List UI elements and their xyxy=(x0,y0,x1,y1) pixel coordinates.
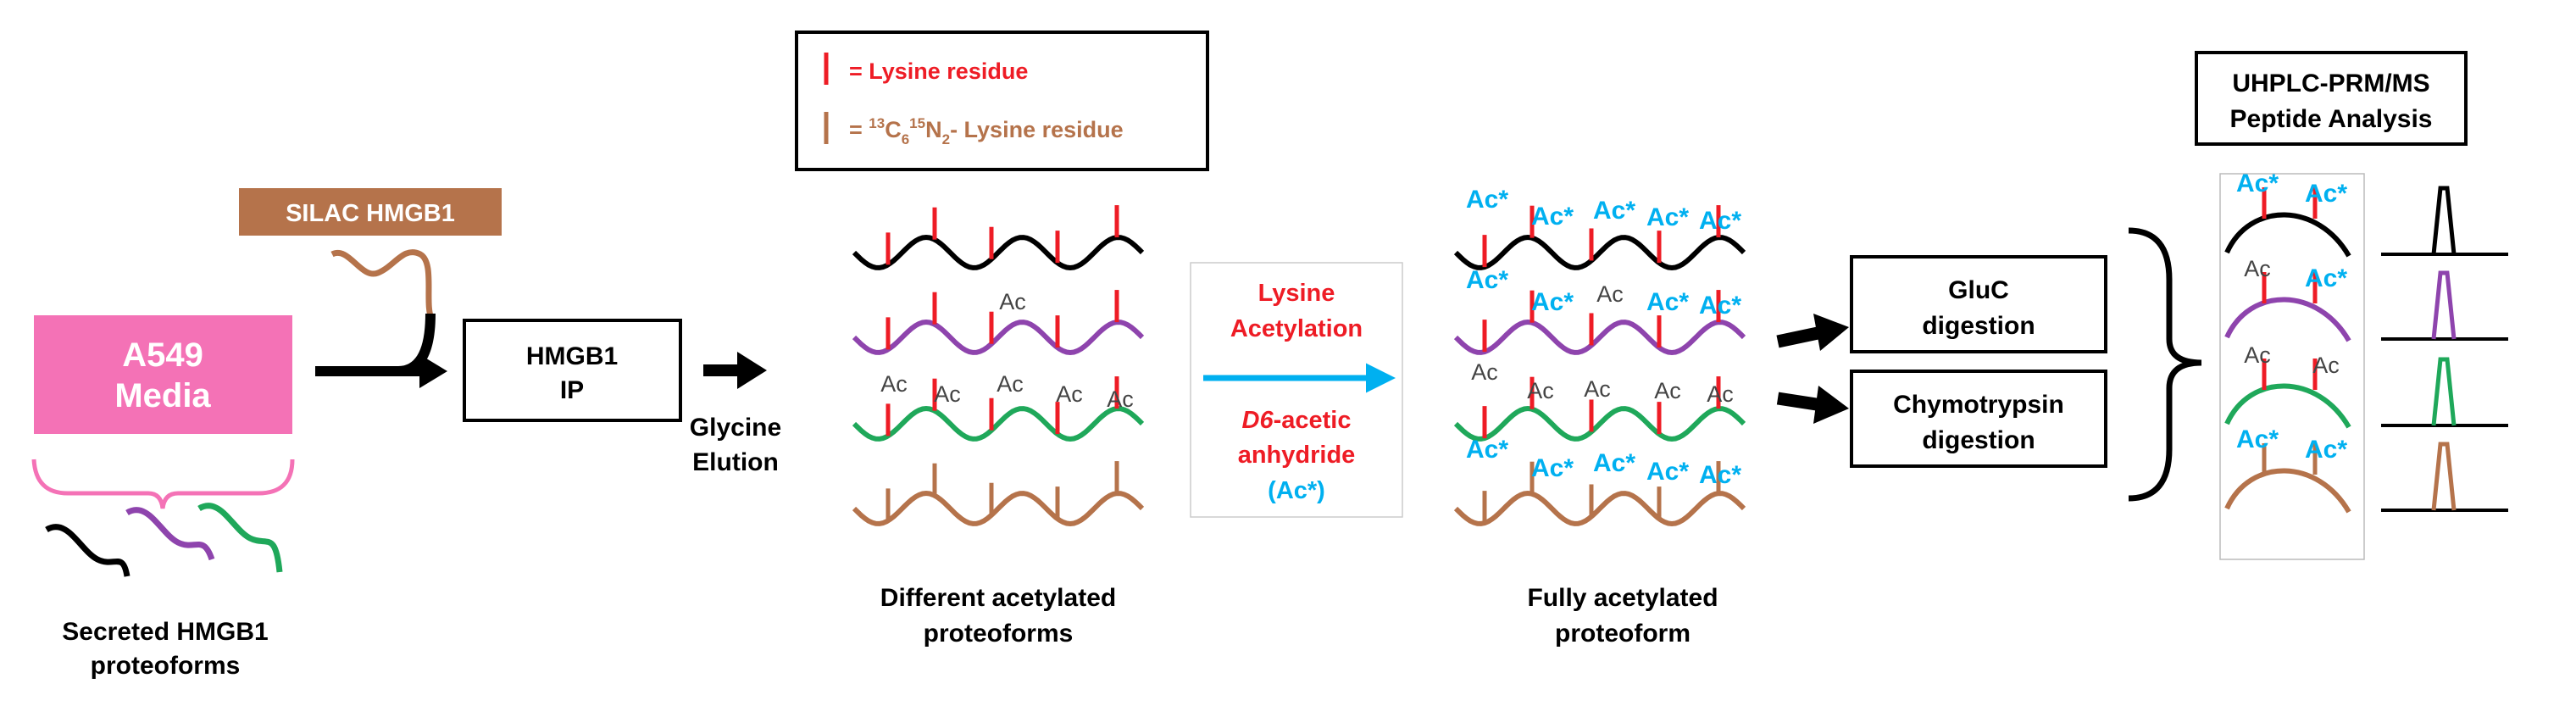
ac-label: Ac xyxy=(1527,378,1554,403)
proteoforms-caption-line1: Secreted HMGB1 xyxy=(62,618,268,646)
peptide-fragment xyxy=(2224,383,2351,429)
ac-star-label: Ac* xyxy=(1646,288,1689,316)
ac-label: Ac xyxy=(997,371,1024,397)
isotope-legend-label: = 13C615N2- Lysine residue xyxy=(849,115,1124,147)
proteoform-strand-green xyxy=(197,503,283,573)
ac-star-label: Ac* xyxy=(1646,203,1689,231)
reaction-line2: Acetylation xyxy=(1230,315,1363,342)
ac-label: Ac xyxy=(999,289,1026,314)
merge-arrow xyxy=(315,313,447,388)
reaction-box: Lysine Acetylation D6-acetic anhydride (… xyxy=(1190,262,1403,518)
fully-strand xyxy=(1453,490,1746,527)
proteoform-strand-purple xyxy=(125,507,215,561)
analysis-title-line1: UHPLC-PRM/MS xyxy=(2232,69,2429,97)
legend-box: = Lysine residue = 13C615N2- Lysine resi… xyxy=(795,31,1209,171)
ac-label: Ac xyxy=(1471,359,1498,385)
reaction-line1: Lysine xyxy=(1258,280,1335,307)
analysis-title-box: UHPLC-PRM/MS Peptide Analysis xyxy=(2195,51,2468,146)
ac-star-label: Ac* xyxy=(2305,264,2347,292)
gluc-label-line2: digestion xyxy=(1922,312,2035,340)
chromatogram-peak xyxy=(2431,357,2457,426)
fully-strand xyxy=(1453,405,1746,442)
ac-label: Ac xyxy=(1584,376,1611,402)
ac-star-label: Ac* xyxy=(1593,197,1635,225)
silac-strand xyxy=(330,249,436,322)
silac-label: SILAC HMGB1 xyxy=(286,200,455,227)
different-strand xyxy=(852,234,1145,271)
peptide-fragment xyxy=(2224,468,2351,514)
different-caption-line2: proteoforms xyxy=(924,620,1074,648)
ac-star-label: Ac* xyxy=(1531,203,1574,231)
lysine-legend-label: = Lysine residue xyxy=(849,58,1028,84)
ip-label-line2: IP xyxy=(560,376,584,404)
fully-strand xyxy=(1453,234,1746,271)
ac-star-label: Ac* xyxy=(1646,458,1689,486)
ac-star-label: Ac* xyxy=(1466,266,1508,294)
different-strand xyxy=(852,405,1145,442)
proteoforms-caption-line2: proteoforms xyxy=(91,652,241,680)
chromatogram-peak xyxy=(2431,186,2457,255)
peptide-fragment xyxy=(2224,212,2351,258)
fully-strand xyxy=(1453,319,1746,356)
different-caption-line1: Different acetylated xyxy=(880,584,1116,612)
reaction-line5: (Ac*) xyxy=(1268,477,1325,504)
reaction-line4: anhydride xyxy=(1238,442,1356,469)
gluc-box: GluC digestion xyxy=(1850,255,2107,353)
gluc-label-line1: GluC xyxy=(1948,276,2009,304)
chymo-label-line2: digestion xyxy=(1922,426,2035,454)
chromatogram-peak xyxy=(2431,270,2457,340)
reaction-line3: D6-acetic xyxy=(1242,407,1352,434)
ac-label: Ac xyxy=(1707,381,1734,407)
ac-label: Ac xyxy=(2312,353,2340,378)
ac-label: Ac xyxy=(934,381,961,407)
elution-label-line2: Elution xyxy=(692,448,779,476)
silac-hmgb1: SILAC HMGB1 xyxy=(239,188,502,322)
digestion-arrows xyxy=(1776,314,1849,424)
glycine-elution: Glycine Elution xyxy=(690,352,781,476)
ac-star-label: Ac* xyxy=(2236,425,2279,453)
elution-label-line1: Glycine xyxy=(690,414,781,442)
different-strand xyxy=(852,319,1145,356)
media-label-line2: Media xyxy=(114,377,211,414)
ac-star-label: Ac* xyxy=(1699,292,1741,320)
ac-label: Ac xyxy=(2244,256,2271,281)
ac-star-label: Ac* xyxy=(1466,186,1508,214)
ac-label: Ac xyxy=(1654,378,1681,403)
ac-star-label: Ac* xyxy=(1699,461,1741,489)
a549-media: A549 Media Secreted HMGB1 proteoforms xyxy=(31,315,295,680)
ac-star-label: Ac* xyxy=(1699,207,1741,235)
ac-star-label: Ac* xyxy=(2305,180,2347,208)
proteoform-strand-black xyxy=(45,524,130,577)
analysis-brace xyxy=(2128,227,2202,502)
chymo-label-line1: Chymotrypsin xyxy=(1893,391,2064,419)
ac-star-label: Ac* xyxy=(1466,436,1508,464)
fully-caption-line1: Fully acetylated xyxy=(1527,584,1718,612)
peptide-fragment xyxy=(2224,297,2351,342)
media-brace xyxy=(31,459,295,509)
ac-star-label: Ac* xyxy=(1531,288,1574,316)
fully-caption-line2: proteoform xyxy=(1555,620,1690,648)
chymotrypsin-box: Chymotrypsin digestion xyxy=(1850,370,2107,468)
peptide-panel-frame xyxy=(2219,173,2365,560)
ac-label: Ac xyxy=(1596,281,1624,307)
hmgb1-ip-box: HMGB1 IP xyxy=(463,319,682,422)
ip-label-line1: HMGB1 xyxy=(526,342,618,370)
ac-label: Ac xyxy=(1056,381,1083,407)
chromatogram-peak xyxy=(2431,442,2457,511)
ac-label: Ac xyxy=(1107,386,1134,412)
ac-star-label: Ac* xyxy=(1593,449,1635,477)
ac-star-label: Ac* xyxy=(2305,436,2347,464)
different-strand xyxy=(852,490,1145,527)
ac-star-label: Ac* xyxy=(2236,170,2279,197)
ac-label: Ac xyxy=(2244,342,2271,368)
media-label-line1: A549 xyxy=(122,336,203,374)
analysis-title-line2: Peptide Analysis xyxy=(2230,105,2433,133)
ac-star-label: Ac* xyxy=(1531,454,1574,482)
ac-label: Ac xyxy=(880,371,908,397)
